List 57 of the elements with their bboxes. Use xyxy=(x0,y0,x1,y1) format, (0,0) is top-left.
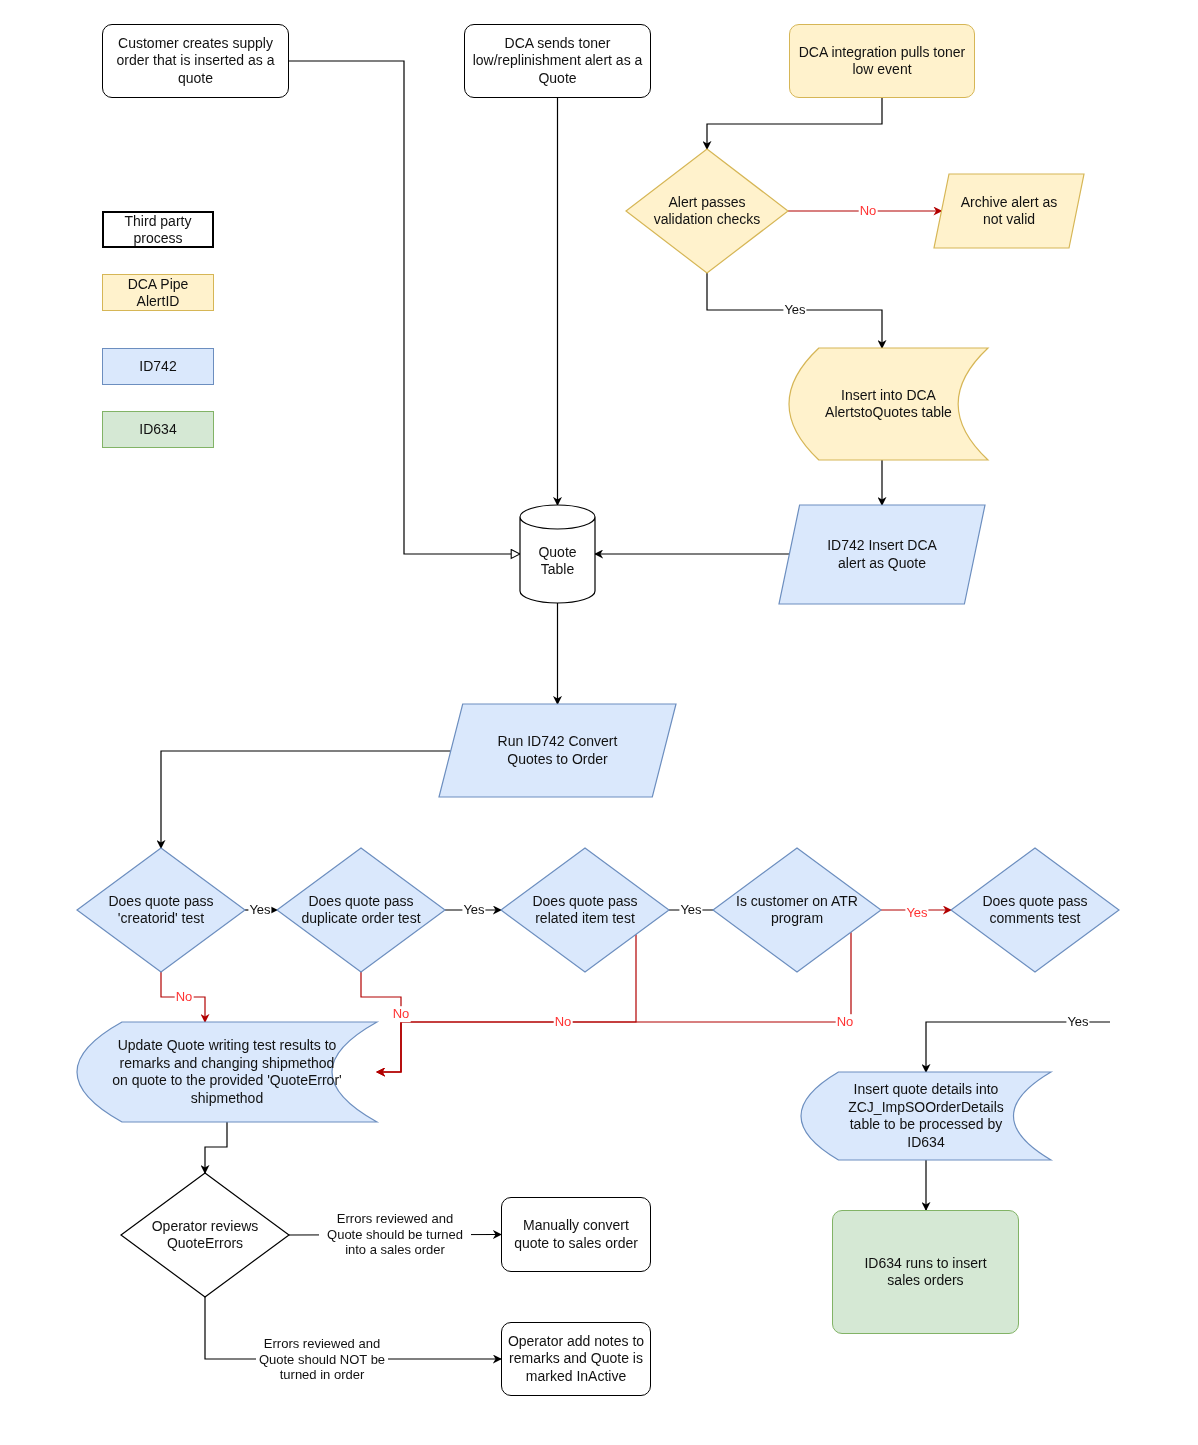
node-label: ID634 runs to insert sales orders xyxy=(863,1254,988,1290)
process-box xyxy=(501,1322,651,1396)
node-label: Operator add notes to remarks and Quote is marked InActive xyxy=(506,1332,646,1386)
node-label: Update Quote writing test results to remarks and changing shipmethod on quote to the provided 'QuoteError' shipmethod xyxy=(112,1037,342,1107)
node-label: Manually convert quote to sales order xyxy=(513,1217,639,1252)
node-label: Does quote pass comments test xyxy=(981,892,1089,928)
connector-arrow xyxy=(553,602,562,705)
stored-data-shape xyxy=(789,348,988,460)
node-label: Does quote pass related item test xyxy=(531,892,639,928)
connector-arrow xyxy=(200,1121,228,1174)
process-box xyxy=(501,1197,651,1272)
decision-diamond xyxy=(277,848,445,972)
data-parallelogram xyxy=(779,505,985,604)
edge-label: No xyxy=(391,1006,411,1022)
node-label: Does quote pass duplicate order test xyxy=(301,892,421,928)
node-label: Archive alert as not valid xyxy=(959,193,1059,229)
node-label: ID742 Insert DCA alert as Quote xyxy=(826,537,938,572)
node-label: Run ID742 Convert Quotes to Order xyxy=(496,733,619,768)
database-cylinder xyxy=(520,505,595,603)
decision-diamond xyxy=(501,848,669,972)
connector-arrow xyxy=(877,459,887,506)
process-box xyxy=(464,24,651,98)
node-label: Insert into DCA AlertstoQuotes table xyxy=(824,386,953,422)
connector-arrow xyxy=(376,931,852,1077)
connector-arrow xyxy=(921,1159,931,1211)
process-box xyxy=(789,24,975,98)
decision-diamond xyxy=(121,1173,289,1297)
connector-arrow xyxy=(702,97,883,150)
process-box xyxy=(832,1210,1019,1334)
decision-diamond xyxy=(713,848,881,972)
legend-label: DCA Pipe AlertID xyxy=(126,274,190,311)
node-label: Quote Table xyxy=(537,543,578,579)
data-parallelogram xyxy=(934,174,1084,248)
legend-label: Third party process xyxy=(123,211,193,248)
connector-arrow xyxy=(921,1021,1111,1073)
node-label: Is customer on ATR program xyxy=(735,892,859,928)
stored-data-shape xyxy=(801,1072,1051,1160)
connector-arrow xyxy=(594,549,790,559)
decision-diamond xyxy=(626,149,788,273)
node-label: Does quote pass 'creatorid' test xyxy=(107,892,215,928)
legend-label: ID742 xyxy=(138,357,178,377)
decision-diamond xyxy=(77,848,245,972)
connector-arrow xyxy=(288,60,521,559)
node-label: Customer creates supply order that is inserted as a quote xyxy=(115,34,276,88)
connector-arrow xyxy=(553,97,562,506)
edge-label: Yes xyxy=(248,902,272,918)
node-label: Alert passes validation checks xyxy=(652,193,762,229)
decision-diamond xyxy=(951,848,1119,972)
stored-data-shape xyxy=(77,1022,377,1122)
node-label: Operator reviews QuoteErrors xyxy=(150,1217,260,1253)
data-parallelogram xyxy=(439,704,676,797)
process-box xyxy=(102,24,289,98)
node-label: Insert quote details into ZCJ_ImpSOOrderDetails table to be processed by ID634 xyxy=(847,1081,1005,1151)
connector-arrow xyxy=(706,272,887,349)
legend-label: ID634 xyxy=(138,420,178,440)
node-label: DCA sends toner low/replinishment alert as a Quote xyxy=(471,34,644,88)
node-label: DCA integration pulls toner low event xyxy=(797,43,967,79)
